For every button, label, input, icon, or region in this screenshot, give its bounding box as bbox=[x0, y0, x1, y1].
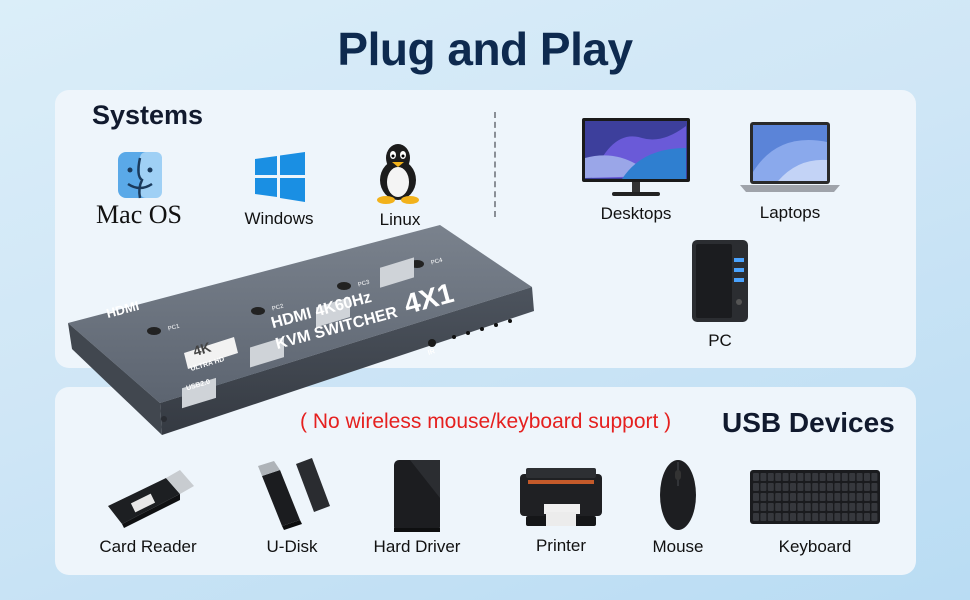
mac-os-icon bbox=[110, 150, 170, 200]
windows-label: Windows bbox=[244, 209, 314, 228]
mouse-icon bbox=[658, 458, 698, 532]
keyboard-icon bbox=[750, 470, 880, 524]
linux-icon bbox=[372, 140, 424, 204]
hard-driver-label: Hard Driver bbox=[373, 537, 461, 556]
mac-os-label: Mac OS bbox=[96, 200, 182, 229]
desktop-monitor-icon bbox=[582, 118, 690, 198]
windows-icon bbox=[253, 152, 307, 202]
hard-drive-icon bbox=[392, 458, 442, 534]
systems-heading: Systems bbox=[92, 100, 204, 130]
section-divider bbox=[494, 112, 496, 217]
page-title: Plug and Play bbox=[337, 23, 633, 75]
printer-label: Printer bbox=[535, 536, 587, 555]
card-reader-icon bbox=[100, 466, 200, 530]
card-reader-label: Card Reader bbox=[99, 537, 197, 556]
usb-disk-icon bbox=[254, 456, 334, 532]
pc-label: PC bbox=[708, 331, 732, 350]
mouse-label: Mouse bbox=[652, 537, 704, 556]
pc-tower-icon bbox=[690, 238, 750, 324]
linux-label: Linux bbox=[379, 210, 421, 229]
desktops-label: Desktops bbox=[600, 204, 672, 223]
no-wireless-note: ( No wireless mouse/keyboard support ) bbox=[300, 410, 672, 433]
laptops-label: Laptops bbox=[759, 203, 821, 222]
kvm-switch: HDMI HDMI 4K60Hz KVM SWITCHER 4X1 4K ULT… bbox=[62, 225, 542, 445]
u-disk-label: U-Disk bbox=[266, 537, 318, 556]
usb-devices-heading: USB Devices bbox=[722, 407, 895, 438]
laptop-icon bbox=[738, 122, 842, 194]
keyboard-label: Keyboard bbox=[778, 537, 852, 556]
printer-icon bbox=[516, 466, 606, 530]
